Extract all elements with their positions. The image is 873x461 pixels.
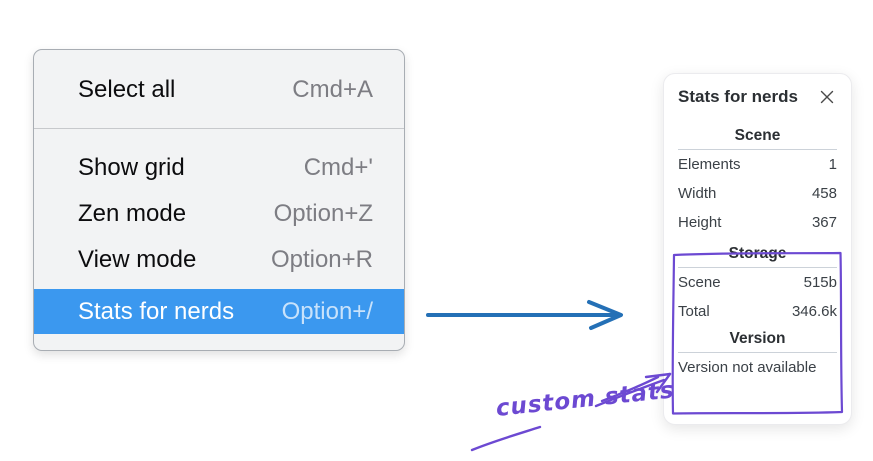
menu-item-shortcut: Cmd+A [292,76,373,103]
stat-label: Total [678,303,710,320]
version-note: Version not available [678,359,817,376]
section-header-scene: Scene [734,127,781,144]
stat-value: 1 [828,156,837,173]
annotation-label: custom stats [494,377,676,422]
context-menu: Select all Cmd+A Show grid Cmd+' Zen mod… [33,49,405,351]
close-button[interactable] [817,87,837,107]
stat-row-width: Width 458 [678,179,837,208]
menu-group: Show grid Cmd+' Zen mode Option+Z View m… [34,129,404,334]
stat-row-scene-size: Scene 515b [678,268,837,297]
stat-row-height: Height 367 [678,208,837,237]
menu-item-select-all[interactable]: Select all Cmd+A [34,62,404,118]
section-divider [678,149,837,150]
stat-label: Width [678,185,717,202]
blue-arrow [426,300,623,330]
menu-item-label: Zen mode [78,200,187,227]
menu-divider [34,128,404,129]
menu-item-show-grid[interactable]: Show grid Cmd+' [34,145,404,191]
stat-value: 346.6k [791,303,837,320]
menu-item-shortcut: Option+R [270,246,373,273]
stats-panel: Stats for nerds Scene Elements 1 Width 4… [663,73,852,425]
section-header-storage: Storage [728,245,787,262]
stat-value: 367 [811,214,837,231]
menu-item-label: Show grid [78,154,185,181]
menu-item-stats-for-nerds[interactable]: Stats for nerds Option+/ [34,289,404,334]
menu-item-shortcut: Option+/ [281,297,373,325]
menu-item-label: Select all [78,76,176,103]
section-header-version: Version [729,330,786,347]
menu-item-label: View mode [78,246,197,273]
stat-label: Height [678,214,722,231]
stat-row-elements: Elements 1 [678,150,837,179]
stat-value: 515b [803,274,837,291]
menu-item-shortcut: Option+Z [273,200,373,227]
stats-panel-title: Stats for nerds [678,87,798,106]
stat-value: 458 [811,185,837,202]
menu-item-zen-mode[interactable]: Zen mode Option+Z [34,191,404,237]
close-icon [820,90,834,104]
menu-item-label: Stats for nerds [78,297,235,325]
stats-panel-header: Stats for nerds [678,87,837,107]
menu-item-view-mode[interactable]: View mode Option+R [34,237,404,283]
stat-row-total-size: Total 346.6k [678,297,837,326]
menu-item-shortcut: Cmd+' [303,154,373,181]
stat-label: Scene [678,274,721,291]
stat-label: Elements [678,156,741,173]
